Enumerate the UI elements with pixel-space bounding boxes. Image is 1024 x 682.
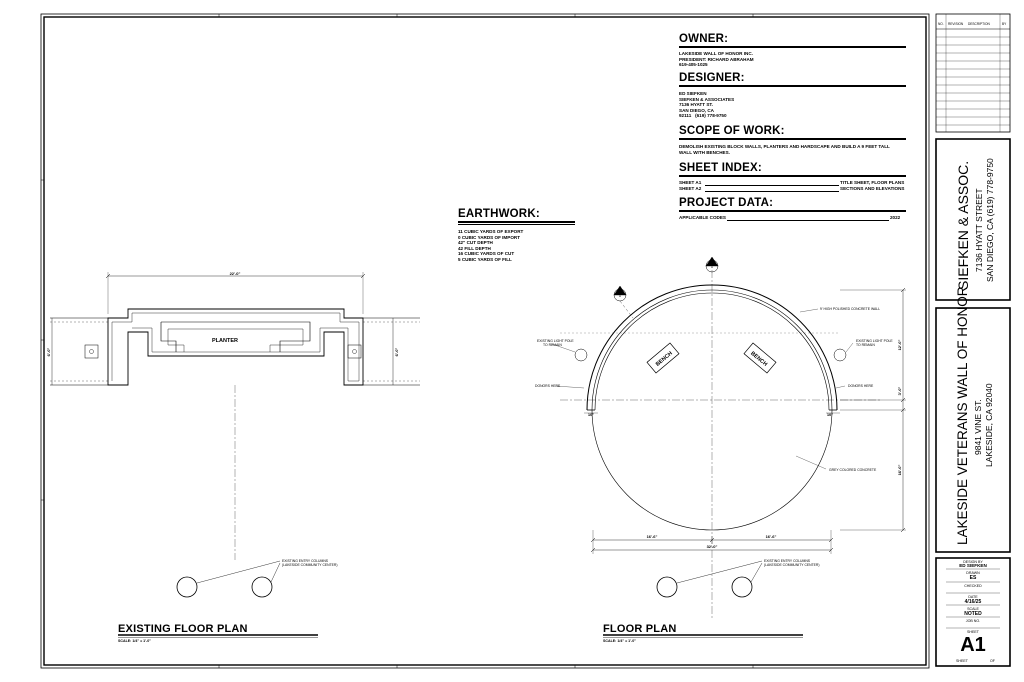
earthwork-line-2: 0 CUBIC YARDS OF IMPORT [458,234,521,240]
designer-line-5: 92111 (619) 778-9750 [679,113,727,118]
sheet-number: A1 [960,634,986,656]
project-name: LAKESIDE VETERANS WALL OF HONOR [955,286,970,545]
dim-small-left: 10" [588,412,594,417]
floor-plan-title: FLOOR PLAN [603,623,677,635]
earthwork-line-4: 42 FILL DEPTH [458,245,491,251]
existing-column-note-2: (LAKESIDE COMMUNITY CENTER) [282,563,338,567]
dim-half-left: 16'-6" [647,534,658,539]
firm-street: 7136 HYATT STREET [974,188,984,272]
border-ticks [41,14,754,668]
date-value: 4/16/25 [964,598,982,605]
existing-floor-plan-drawing [50,272,420,638]
rev-header-no: NO. [938,22,944,26]
design-by-label: DESIGN BY [963,560,983,564]
job-no-label: JOB NO. [965,619,981,623]
earthwork-line-5: 16 CUBIC YARDS OF CUT [458,251,515,256]
project-street: 9841 VINE ST. [973,399,983,455]
wall-note: 9' HIGH POLISHED CONCRETE WALL [820,307,880,311]
rev-header-description: DESCRIPTION [968,22,990,26]
earthwork-line-1: 11 CUBIC YARDS OF EXPORT [458,229,524,234]
earthwork-title: EARTHWORK: [458,208,540,220]
sheet-index-row-2-desc: SECTIONS AND ELEVATIONS [840,186,905,191]
sheet-index-row-1-sheet: SHEET A1 [679,180,702,185]
drawn-label: DRAWN [966,571,980,575]
existing-right-dim: 6'-0" [394,348,399,357]
dim-right-bot: 16'-0" [897,464,902,475]
dim-right-top: 12'-0" [897,339,902,350]
designer-title: DESIGNER: [679,72,745,84]
scope-line-1: DEMOLISH EXISTING BLOCK WALLS, PLANTERS … [679,144,890,149]
sheet-label: SHEET [967,630,979,634]
checked-label: CHECKED [964,584,982,588]
designer-line-4: SAN DIEGO, CA [679,107,714,113]
dim-small-right: 10" [827,412,833,417]
dim-right-mid: 3'-0" [897,387,902,396]
sheet-word: SHEET [956,659,968,663]
pole-left-note-2: TO REMAIN [543,343,562,347]
earthwork-line-3: 42" CUT DEPTH [458,240,493,245]
owner-line-3: 619-405-1025 [679,62,708,67]
section-marker-a: A [711,265,713,269]
scale-value: NOTED [964,610,982,617]
scale-label: SCALE [967,607,979,611]
existing-left-dim: 6'-0" [46,348,51,357]
title-block-frames [935,13,1011,667]
pole-left-note-1: EXISTING LIGHT POLE [537,339,574,343]
outer-border [40,13,930,669]
of-word: OF [990,659,995,663]
dim-total: 32'-0" [707,544,718,549]
inner-border [43,16,927,666]
designer-line-1: ED SIEFKEN [679,91,707,96]
sheet-index-row-2-sheet: SHEET A2 [679,186,702,191]
floor-column-note-2: (LAKESIDE COMMUNITY CENTER) [764,563,820,567]
concrete-note: GREY COLORED CONCRETE [829,468,877,472]
pole-right-note-2: TO REMAIN [856,343,875,347]
donors-right-note: DONORS HERE [848,384,874,388]
dim-half-right: 16'-6" [766,534,777,539]
design-by-value: ED SIEFKEN [959,563,987,568]
scope-line-2: WALL WITH BENCHES. [679,149,730,155]
existing-floor-plan-title: EXISTING FLOOR PLAN [118,623,248,635]
existing-column-note-1: EXISTING ENTRY COLUMNS [282,559,329,563]
applicable-codes-year: 2022 [890,215,901,220]
floor-plan-drawing [551,256,906,638]
sheet-index-row-1-desc: TITLE SHEET, FLOOR PLANS [840,180,905,185]
sheet-index-title: SHEET INDEX: [679,162,762,174]
designer-line-2: SIEFKEN & ASSOCIATES [679,96,735,102]
applicable-codes-label: APPLICABLE CODES [679,215,726,220]
donors-left-note: DONORS HERE [535,384,561,388]
rev-header-by: BY [1002,22,1007,26]
section-marker-b: A [619,294,621,298]
owner-title: OWNER: [679,33,729,45]
date-label: DATE [968,595,978,599]
pole-right-note-1: EXISTING LIGHT POLE [856,339,893,343]
firm-name: SIEFKEN & ASSOC. [955,160,971,290]
earthwork-line-6: 5 CUBIC YARDS OF FILL [458,256,512,262]
floor-plan-scale: SCALE: 1/4" = 1'-0" [603,639,636,643]
owner-line-2: PRESIDENT: RICHARD ABRAHAM [679,56,754,62]
designer-line-3: 7136 HYATT ST. [679,102,713,107]
planter-label: PLANTER [212,338,238,344]
existing-floor-plan-scale: SCALE: 1/4" = 1'-0" [118,639,151,643]
scope-title: SCOPE OF WORK: [679,125,785,137]
rev-header-revision: REVISION [948,22,964,26]
project-data-title: PROJECT DATA: [679,197,774,209]
floor-column-note-1: EXISTING ENTRY COLUMNS [764,559,811,563]
project-city: LAKESIDE, CA 92040 [984,383,994,467]
existing-width-dim: 22'-0" [230,271,241,276]
owner-line-1: LAKESIDE WALL OF HONOR INC. [679,51,753,56]
drawn-value: ES [969,574,977,581]
firm-city: SAN DIEGO, CA (619) 778-9750 [985,158,995,282]
